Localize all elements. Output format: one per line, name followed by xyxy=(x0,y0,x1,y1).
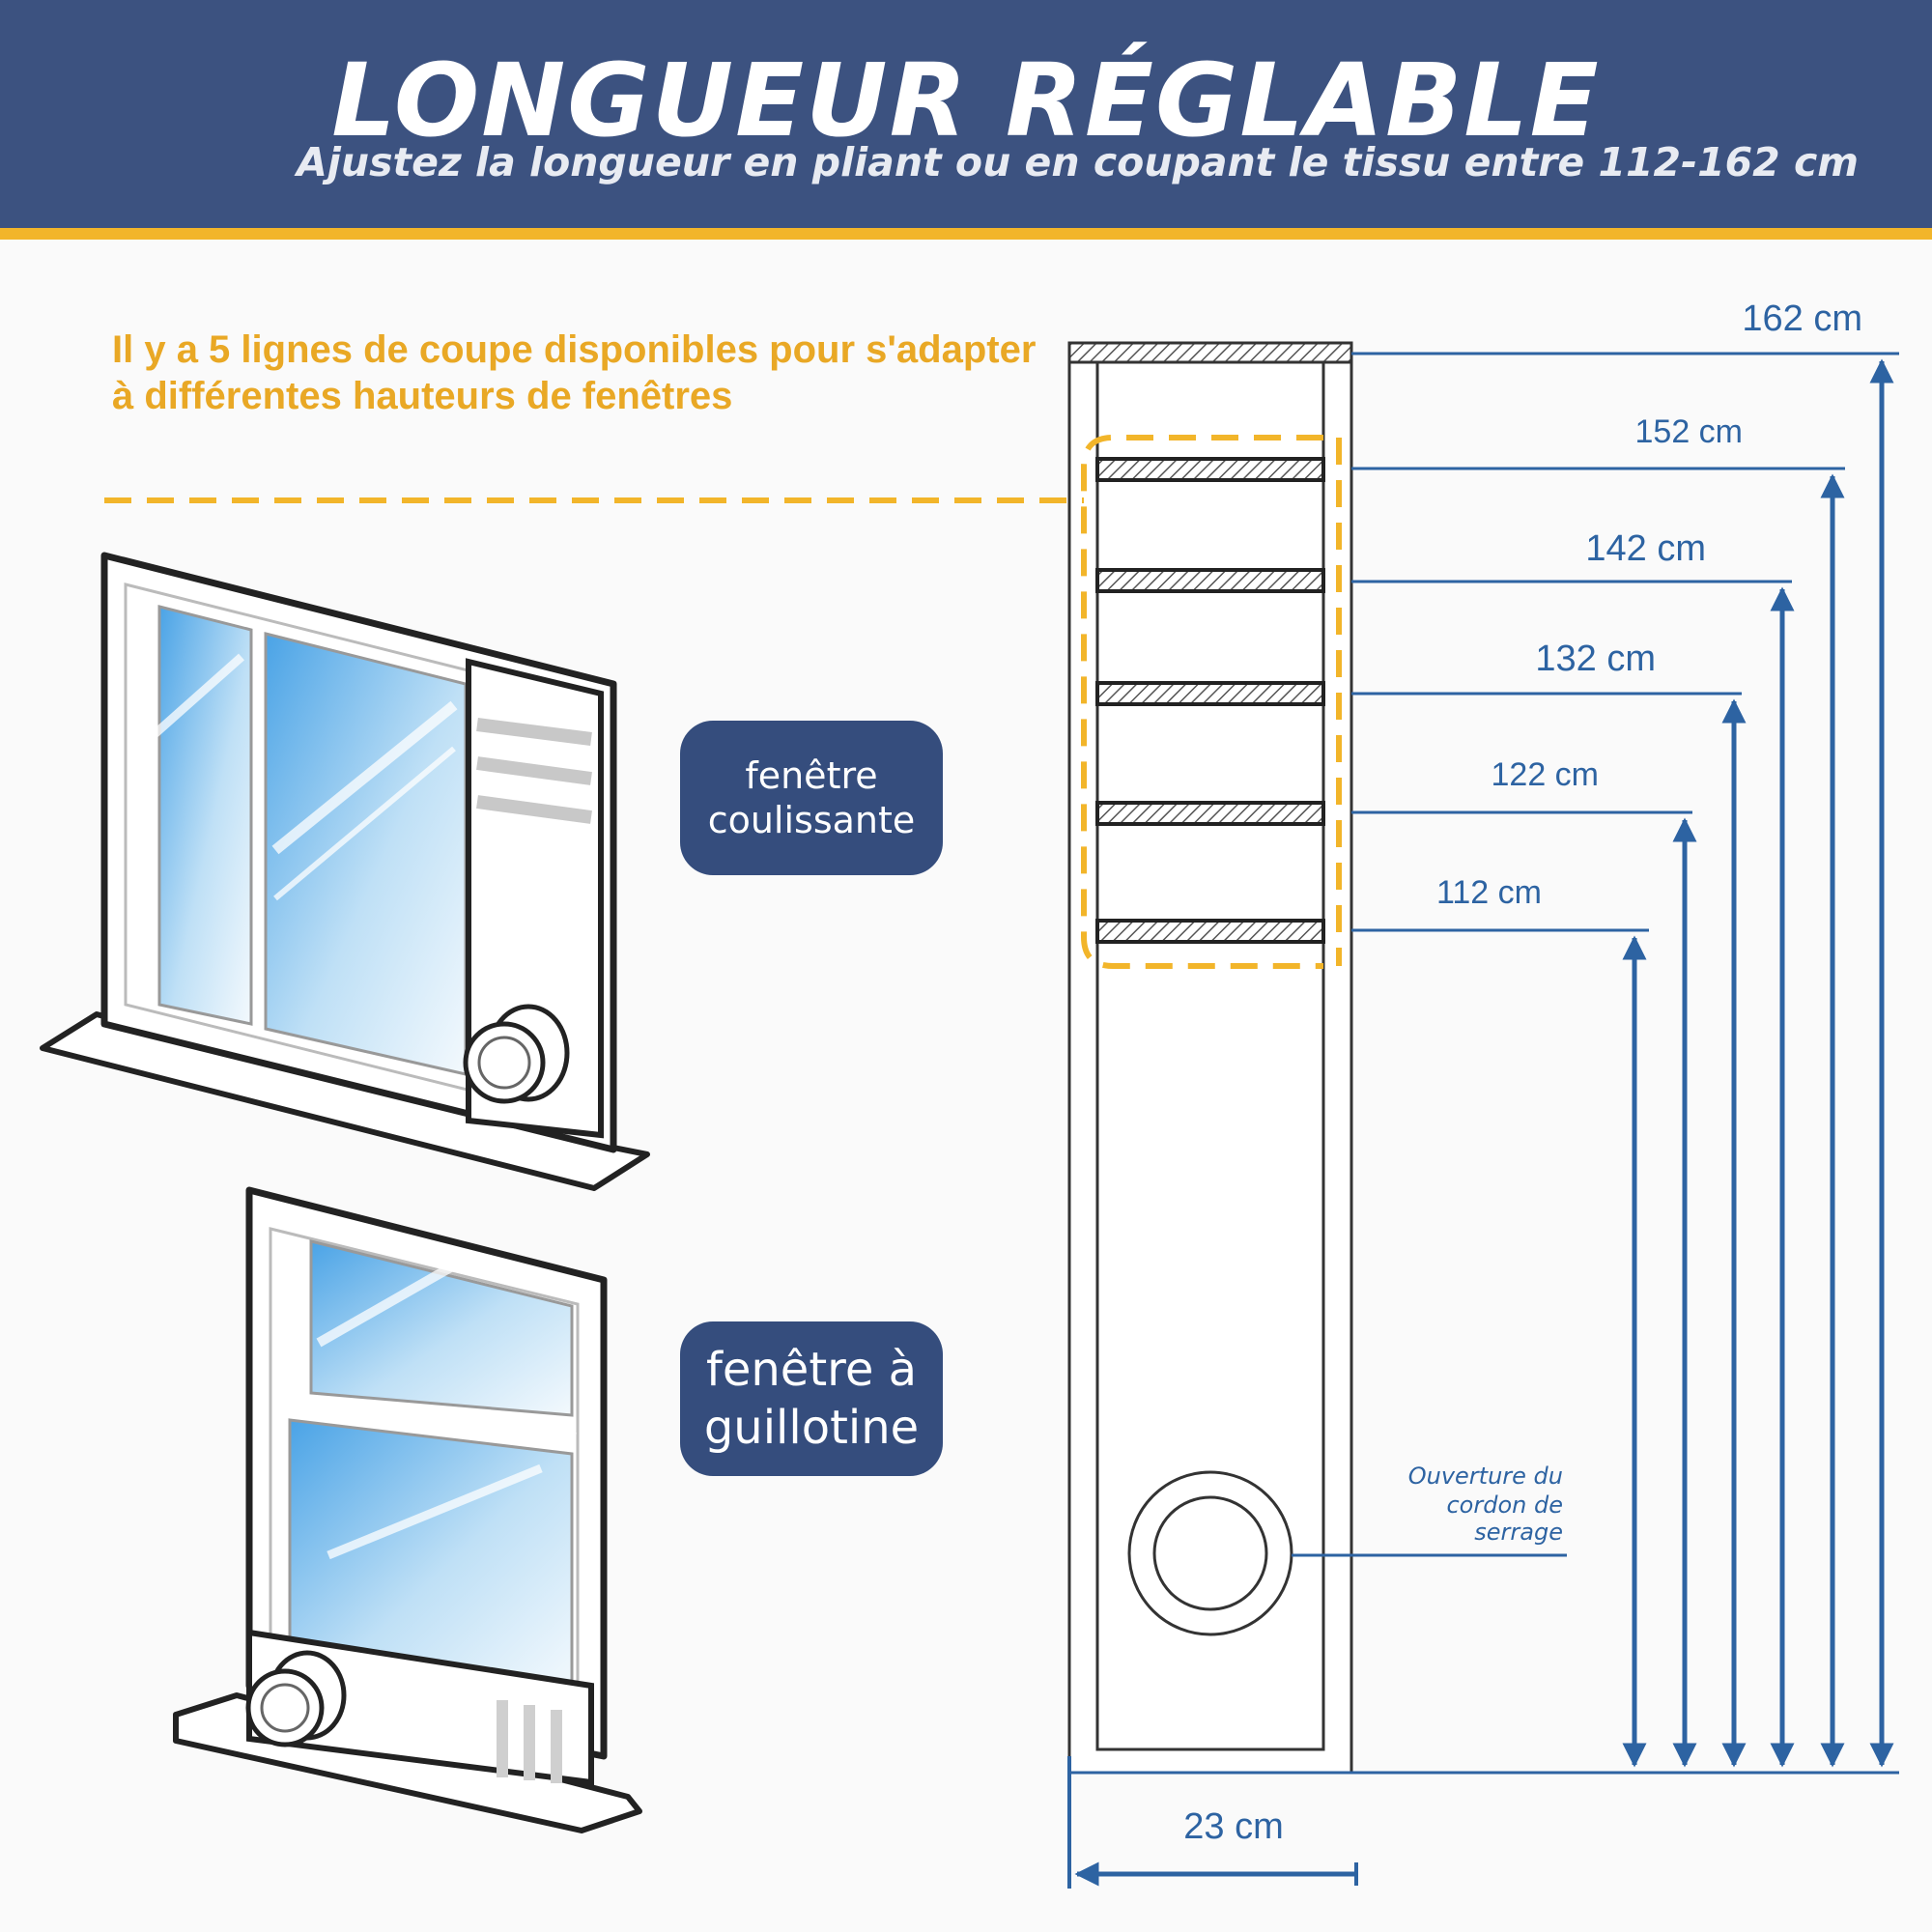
width-dimension: 23 cm xyxy=(1067,1756,1358,1889)
length-dimension-lines xyxy=(1069,352,1899,1775)
page-subtitle: Ajustez la longueur en pliant ou en coup… xyxy=(297,139,1859,185)
length-label-122: 122 cm xyxy=(1492,756,1600,793)
hole-label-line-3: serrage xyxy=(1474,1519,1563,1546)
page-title: LONGUEUR RÉGLABLE xyxy=(331,42,1601,159)
header-accent-stripe xyxy=(0,228,1932,240)
sash-window-label: fenêtre à guillotine xyxy=(680,1321,943,1476)
sash-window-illustration xyxy=(173,1186,642,1833)
length-label-142: 142 cm xyxy=(1585,528,1706,569)
length-label-152: 152 cm xyxy=(1635,413,1744,450)
fabric-panel xyxy=(1067,341,1353,1775)
length-labels: 162 cm 152 cm 142 cm 132 cm 122 cm 112 c… xyxy=(1436,298,1862,911)
cut-line xyxy=(1095,681,1325,706)
sliding-window-illustration xyxy=(40,552,650,1191)
cut-lines-note: Il y a 5 lignes de coupe disponibles pou… xyxy=(112,328,1037,417)
width-label: 23 cm xyxy=(1183,1806,1283,1847)
top-seam xyxy=(1067,341,1353,364)
length-arrows xyxy=(1622,358,1894,1768)
length-label-132: 132 cm xyxy=(1535,639,1656,679)
hole-callout: Ouverture du cordon de serrage xyxy=(1292,1463,1567,1557)
hole-label-line-2: cordon de xyxy=(1446,1492,1563,1519)
hole-label-line-1: Ouverture du xyxy=(1408,1463,1563,1490)
sliding-window-label: fenêtre coulissante xyxy=(680,721,943,875)
cut-line xyxy=(1095,457,1325,482)
cut-line xyxy=(1095,919,1325,944)
cut-line xyxy=(1095,568,1325,593)
length-label-162: 162 cm xyxy=(1742,298,1862,339)
header-banner xyxy=(0,0,1932,228)
length-label-112: 112 cm xyxy=(1436,874,1542,911)
cut-line xyxy=(1095,801,1325,826)
cut-zone-highlight xyxy=(104,435,1342,969)
